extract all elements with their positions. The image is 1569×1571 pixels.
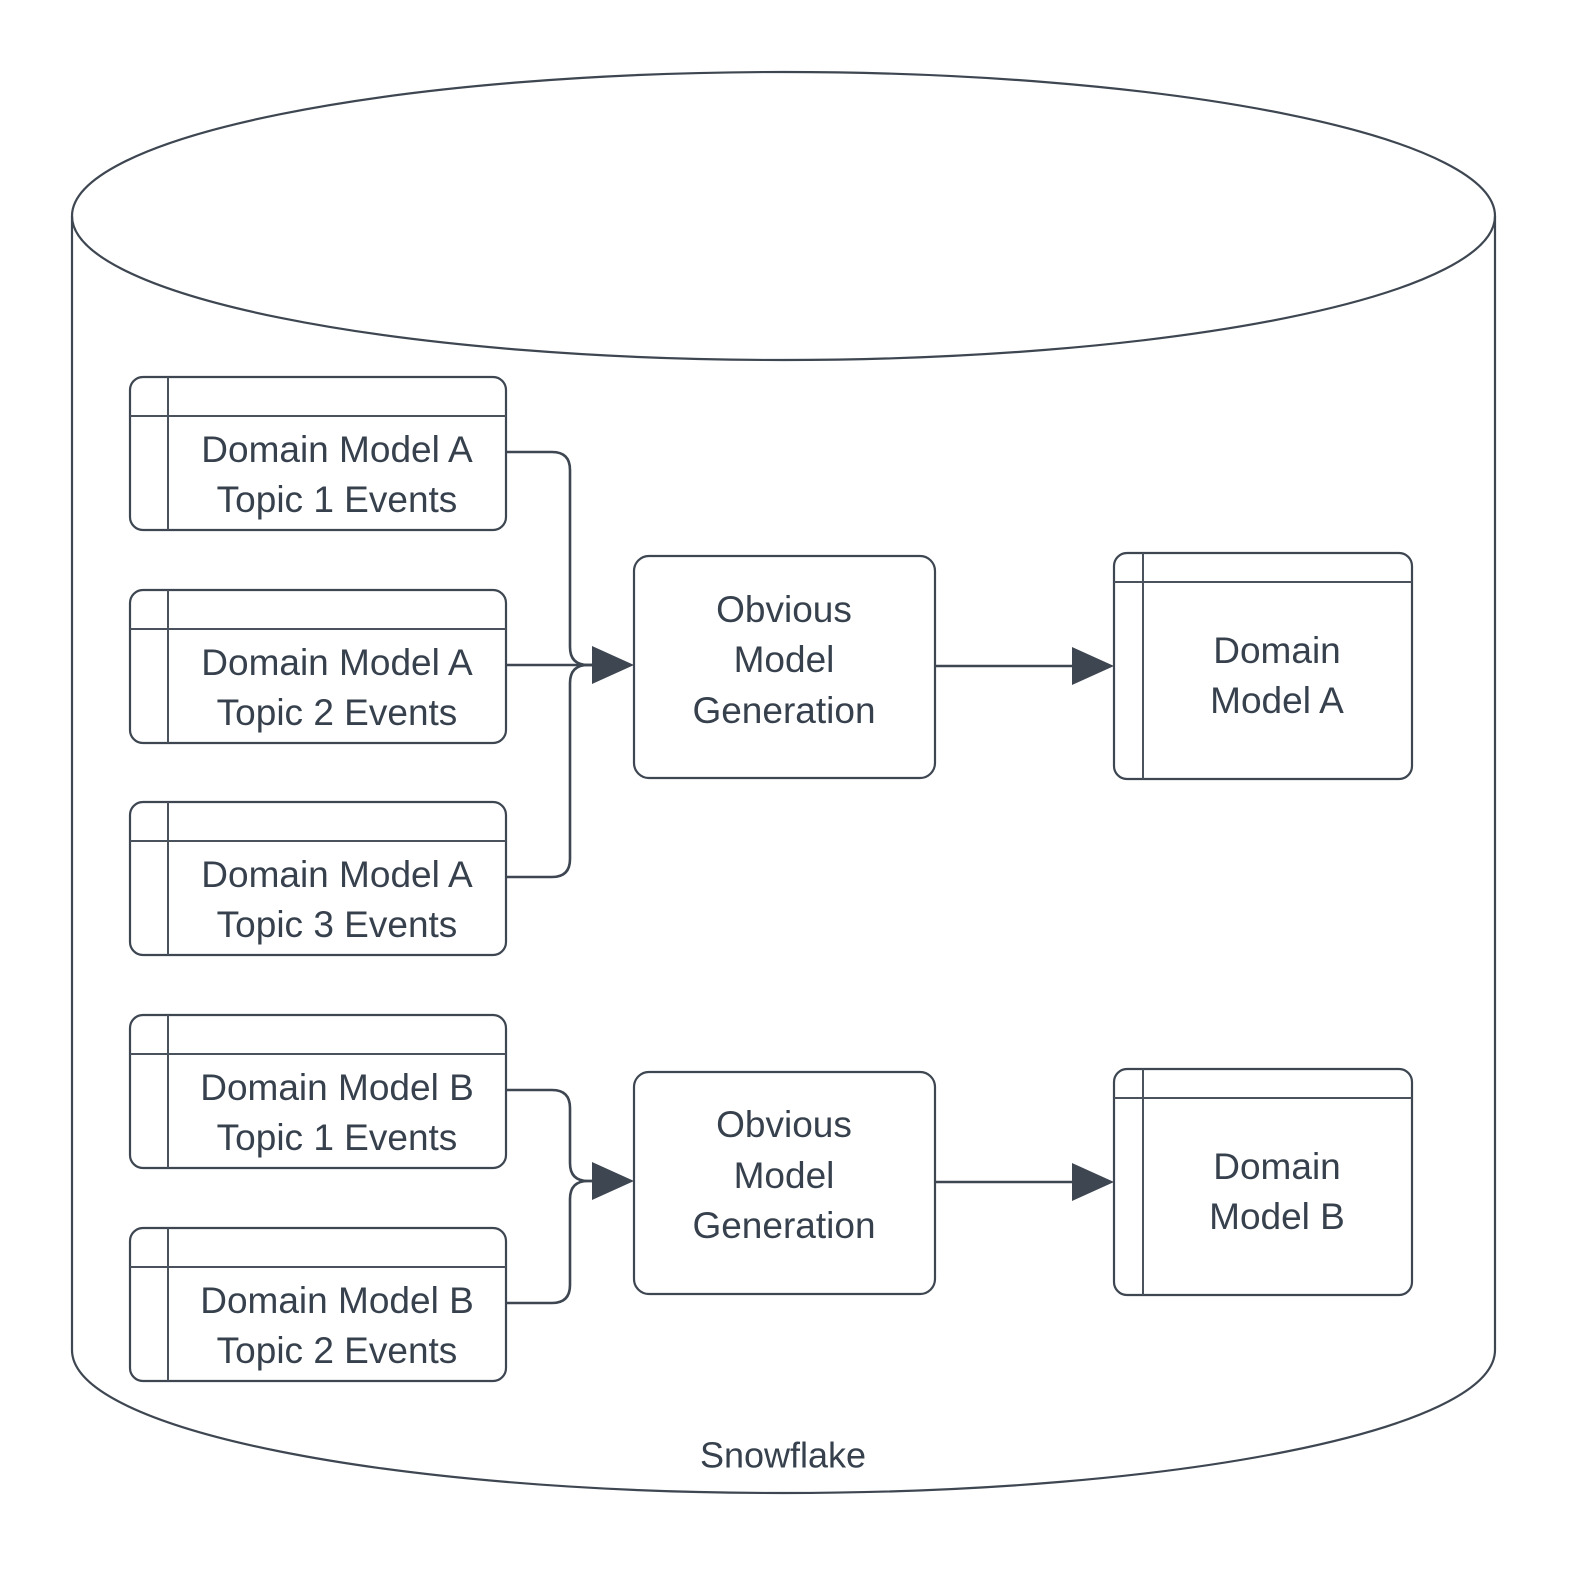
process-label-line3: Generation [692,690,875,731]
node-domain-model-b-topic-1[interactable]: Domain Model B Topic 1 Events [128,1013,508,1170]
node-label-line1: Domain Model A [201,642,473,683]
node-label-line2: Topic 2 Events [217,692,458,733]
node-label-line1: Domain Model A [201,854,473,895]
connector-b-topic1 [506,1088,622,1183]
output-label-line2: Model A [1210,680,1344,721]
table-outline [1112,551,1414,781]
cylinder-label: Snowflake [700,1435,866,1476]
connector-a-topic3 [506,663,622,879]
node-domain-model-a-topic-3[interactable]: Domain Model A Topic 3 Events [128,800,508,957]
connector-group-a [506,450,634,879]
process-label-line1: Obvious [716,1104,852,1145]
node-label-line2: Topic 3 Events [217,904,458,945]
connector-b-process-to-output [935,1163,1114,1201]
cylinder-body [70,216,1497,1495]
arrowhead-a-into-output [1072,647,1114,685]
node-obvious-model-generation-a[interactable]: Obvious Model Generation [632,554,937,780]
connector-b-topic2 [506,1179,622,1305]
process-label-line2: Model [734,639,835,680]
node-label-line1: Domain Model B [200,1067,474,1108]
cylinder-top-ellipse [70,70,1497,362]
table-outline [1112,1067,1414,1297]
connector-group-b [506,1088,634,1305]
process-label-line2: Model [734,1155,835,1196]
node-label-line1: Domain Model B [200,1280,474,1321]
snowflake-cylinder [70,70,1497,1495]
node-domain-model-b-topic-2[interactable]: Domain Model B Topic 2 Events [128,1226,508,1383]
node-domain-model-b-output[interactable]: Domain Model B [1112,1067,1414,1297]
arrowhead-b-into-output [1072,1163,1114,1201]
node-label-line2: Topic 1 Events [217,479,458,520]
output-label-line1: Domain [1213,1146,1341,1187]
process-label-line3: Generation [692,1205,875,1246]
node-label-line2: Topic 2 Events [217,1330,458,1371]
arrowhead-b-into-process [592,1162,634,1200]
node-obvious-model-generation-b[interactable]: Obvious Model Generation [632,1070,937,1296]
output-label-line1: Domain [1213,630,1341,671]
connector-a-topic1 [506,450,622,667]
node-label-line2: Topic 1 Events [217,1117,458,1158]
process-label-line1: Obvious [716,589,852,630]
node-label-line1: Domain Model A [201,429,473,470]
node-domain-model-a-topic-1[interactable]: Domain Model A Topic 1 Events [128,375,508,532]
node-domain-model-a-output[interactable]: Domain Model A [1112,551,1414,781]
connector-a-process-to-output [935,647,1114,685]
node-domain-model-a-topic-2[interactable]: Domain Model A Topic 2 Events [128,588,508,745]
output-label-line2: Model B [1209,1196,1345,1237]
arrowhead-a-into-process [592,646,634,684]
